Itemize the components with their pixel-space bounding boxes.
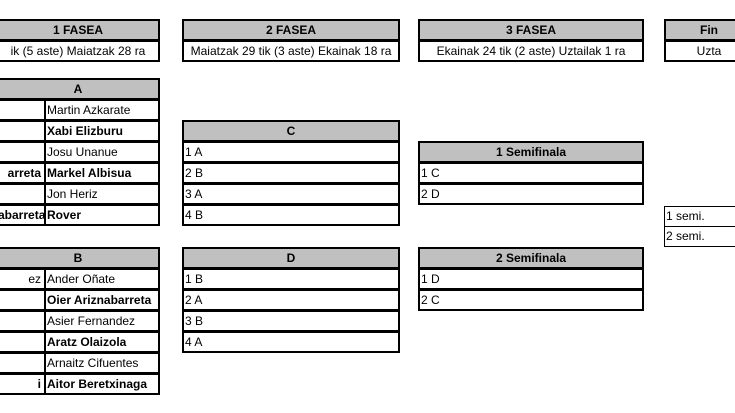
group-d-row4: 4 A — [182, 331, 400, 353]
group-a-row6-right: Rover — [44, 204, 160, 226]
group-b-row1-left: ez — [0, 268, 46, 290]
group-a-row4-left: arreta — [0, 162, 46, 184]
group-b-row5-right: Arnaitz Cifuentes — [44, 352, 160, 374]
group-b-row3-left — [0, 310, 46, 332]
group-b-row2-right: Oier Ariznabarreta — [44, 289, 160, 311]
group-c-row4: 4 B — [182, 204, 400, 226]
phase-3-title: 3 FASEA — [418, 19, 644, 41]
group-b-row3-right: Asier Fernandez — [44, 310, 160, 332]
group-b-row1-right: Ander Oñate — [44, 268, 160, 290]
phase-1-dates: ik (5 aste) Maiatzak 28 ra — [0, 40, 160, 62]
group-a-row2-right: Xabi Elizburu — [44, 120, 160, 142]
group-d-row3: 3 B — [182, 310, 400, 332]
phase-2-title: 2 FASEA — [182, 19, 400, 41]
semifinal-2-row1: 1 D — [418, 268, 644, 290]
group-b-row2-left — [0, 289, 46, 311]
phase-3-dates: Ekainak 24 tik (2 aste) Uztailak 1 ra — [418, 40, 644, 62]
phase-final-title: Fin — [664, 19, 735, 41]
group-c-row3: 3 A — [182, 183, 400, 205]
group-c-row2: 2 B — [182, 162, 400, 184]
group-b-row4-right: Aratz Olaizola — [44, 331, 160, 353]
group-d-header: D — [182, 247, 400, 269]
semifinal-1-header: 1 Semifinala — [418, 141, 644, 163]
final-row1: 1 semi. — [664, 206, 735, 227]
group-a-row5-right: Jon Heriz — [44, 183, 160, 205]
final-row2: 2 semi. — [664, 226, 735, 247]
group-b-row4-left — [0, 331, 46, 353]
group-b-row6-left: i — [0, 373, 46, 395]
group-c-row1: 1 A — [182, 141, 400, 163]
group-a-row5-left — [0, 183, 46, 205]
group-b-row6-right: Aitor Beretxinaga — [44, 373, 160, 395]
group-a-row1-right: Martin Azkarate — [44, 99, 160, 121]
semifinal-1-row1: 1 C — [418, 162, 644, 184]
group-d-row2: 2 A — [182, 289, 400, 311]
group-a-row2-left — [0, 120, 46, 142]
group-b-row5-left — [0, 352, 46, 374]
group-b-header: B — [0, 247, 160, 269]
group-a-row1-left — [0, 99, 46, 121]
group-d-row1: 1 B — [182, 268, 400, 290]
phase-final-dates: Uzta — [664, 40, 735, 62]
semifinal-1-row2: 2 D — [418, 183, 644, 205]
group-a-row6-left: abarreta — [0, 204, 46, 226]
semifinal-2-row2: 2 C — [418, 289, 644, 311]
group-a-row3-right: Josu Unanue — [44, 141, 160, 163]
group-a-row3-left — [0, 141, 46, 163]
group-c-header: C — [182, 120, 400, 142]
phase-2-dates: Maiatzak 29 tik (3 aste) Ekainak 18 ra — [182, 40, 400, 62]
group-a-row4-right: Markel Albisua — [44, 162, 160, 184]
phase-1-title: 1 FASEA — [0, 19, 160, 41]
semifinal-2-header: 2 Semifinala — [418, 247, 644, 269]
group-a-header: A — [0, 78, 160, 100]
